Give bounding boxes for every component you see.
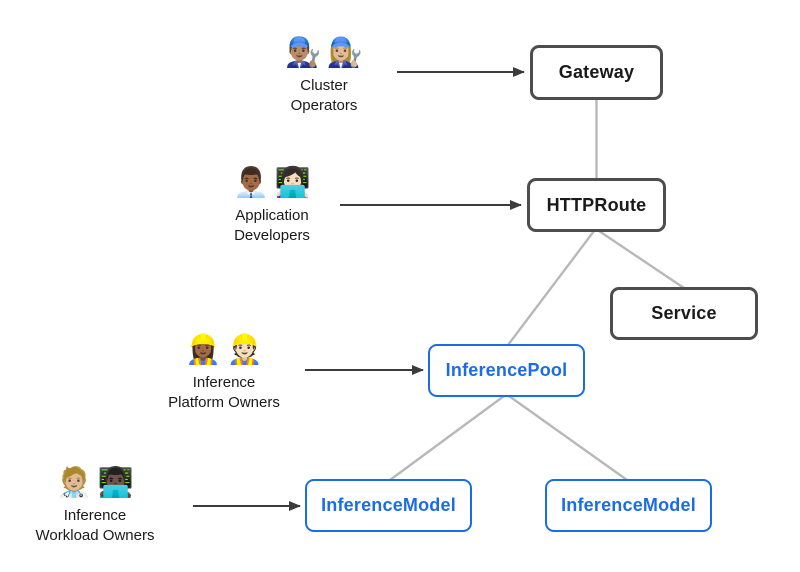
persona-label: Application Developers: [234, 206, 310, 246]
persona-label-line: Developers: [234, 227, 310, 244]
persona-label-line: Application: [235, 207, 309, 224]
man-construction-worker-emoji-icon: 👷🏻: [226, 332, 263, 366]
persona-label-line: Workload Owners: [35, 527, 155, 544]
edge-httproute-service: [598, 230, 685, 289]
persona-label-line: Operators: [290, 97, 358, 114]
node-inferencemodel-left: InferenceModel: [305, 479, 472, 532]
node-inferencemodel-right: InferenceModel: [545, 479, 712, 532]
man-technologist-emoji-icon: 👨🏿‍💻: [97, 465, 134, 499]
persona-label-line: Inference: [192, 374, 256, 391]
node-httproute-label: HTTPRoute: [546, 194, 647, 215]
persona-cluster-operators: 👨🏽‍🔧 👩🏼‍🔧 Cluster Operators: [229, 34, 419, 116]
persona-label-line: Inference: [63, 507, 127, 524]
persona-application-developers: 👨🏾‍💼 👩🏻‍💻 Application Developers: [177, 164, 367, 246]
node-service: Service: [610, 287, 758, 340]
node-httproute: HTTPRoute: [527, 178, 666, 232]
node-gateway: Gateway: [530, 45, 663, 100]
persona-label: Inference Workload Owners: [36, 506, 155, 546]
node-inferencepool-label: InferencePool: [445, 360, 568, 380]
persona-emoji-row: 👷🏾‍♀️ 👷🏻: [185, 331, 262, 367]
man-mechanic-emoji-icon: 👨🏽‍🔧: [285, 35, 322, 69]
persona-emoji-row: 👨🏽‍🔧 👩🏼‍🔧: [285, 34, 362, 70]
node-service-label: Service: [651, 303, 717, 323]
persona-label-line: Platform Owners: [168, 394, 280, 411]
node-inferencemodel-right-label: InferenceModel: [561, 495, 696, 515]
persona-label: Inference Platform Owners: [168, 373, 280, 413]
man-office-worker-emoji-icon: 👨🏾‍💼: [233, 165, 270, 199]
edge-httproute-inferencepool: [507, 230, 595, 346]
node-inferencemodel-left-label: InferenceModel: [321, 495, 456, 515]
edge-inferencepool-inferencemodel-right: [508, 395, 628, 481]
persona-label: Cluster Operators: [291, 76, 358, 116]
persona-label-line: Cluster: [300, 77, 348, 94]
woman-technologist-emoji-icon: 👩🏻‍💻: [274, 165, 311, 199]
persona-emoji-row: 🧑🏼‍⚕️ 👨🏿‍💻: [56, 464, 133, 500]
persona-inference-workload-owners: 🧑🏼‍⚕️ 👨🏿‍💻 Inference Workload Owners: [0, 464, 190, 546]
health-worker-emoji-icon: 🧑🏼‍⚕️: [56, 465, 93, 499]
woman-mechanic-emoji-icon: 👩🏼‍🔧: [326, 35, 363, 69]
node-inferencepool: InferencePool: [428, 344, 585, 397]
persona-emoji-row: 👨🏾‍💼 👩🏻‍💻: [233, 164, 310, 200]
edge-inferencepool-inferencemodel-left: [389, 395, 505, 481]
node-gateway-label: Gateway: [558, 62, 635, 82]
woman-construction-worker-emoji-icon: 👷🏾‍♀️: [185, 332, 222, 366]
persona-inference-platform-owners: 👷🏾‍♀️ 👷🏻 Inference Platform Owners: [129, 331, 319, 413]
